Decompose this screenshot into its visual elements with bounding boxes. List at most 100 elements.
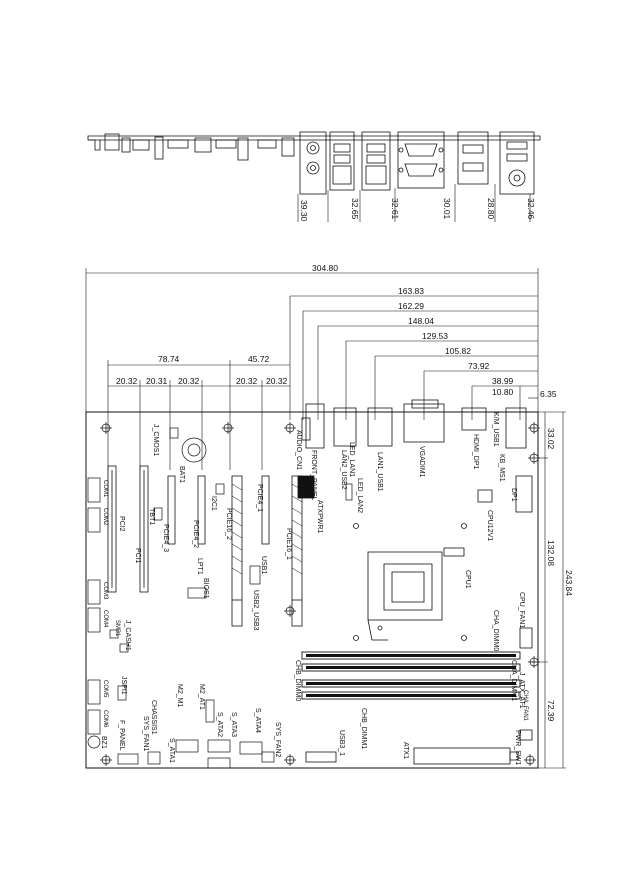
label-pcie4-2: PCIE4_2	[192, 520, 199, 548]
com5	[87, 679, 101, 705]
label-chb-dimm0: CHB_DIMM0	[294, 660, 301, 701]
atx-pwr-connector	[297, 475, 315, 499]
label-bz1: BZ1	[100, 736, 107, 749]
label-j-atx: J_ATX_AT1	[518, 672, 525, 709]
io-height-1: 39.30	[299, 200, 309, 222]
label-cha-dimm0: CHA_DIMM0	[492, 610, 499, 651]
label-vga: VGADIM1	[418, 446, 425, 478]
smb-header	[109, 629, 119, 639]
i2c-header	[215, 483, 225, 495]
atx1-connector	[413, 747, 511, 765]
lan1-connector	[367, 407, 393, 447]
label-sys-fan2: SYS_FAN2	[274, 722, 281, 758]
label-jspi: JSPI1	[120, 676, 127, 695]
label-i2c: I2C1	[210, 496, 217, 511]
label-kms-ms: KB_MS1	[498, 454, 505, 482]
dim-243-84: 243.84	[564, 570, 574, 596]
dim-6-35: 6.35	[540, 389, 557, 399]
buzzer	[87, 735, 101, 749]
vga-connector	[403, 403, 445, 443]
cha-dimm1-slot	[301, 663, 521, 672]
com3	[87, 579, 101, 605]
label-smb: SMB1	[114, 620, 120, 637]
dim-78-74: 78.74	[158, 354, 180, 364]
rear-io-panel	[87, 131, 541, 195]
label-pcie16-1: PCIE16_1	[285, 528, 292, 560]
dim-33-02: 33.02	[546, 428, 556, 450]
label-front-panel: FRONT_PANEL	[310, 450, 317, 501]
mounting-holes	[100, 422, 540, 766]
battery	[181, 437, 207, 463]
pcie16-1-slot	[291, 475, 303, 627]
label-com3: COM3	[102, 582, 108, 600]
label-hdmi: HDMI_DP1	[472, 434, 479, 470]
label-cash1: J_CASH1	[124, 620, 131, 651]
dim-72-39: 72.39	[546, 700, 556, 722]
label-pcie4-1: PCIE4_1	[256, 484, 263, 512]
j-cmos-header	[169, 427, 179, 439]
label-pci2: PCI2	[118, 516, 125, 532]
label-chb-dimm1: CHB_DIMM1	[360, 708, 367, 749]
rear-io-dimensions	[289, 295, 538, 420]
dim-162-29: 162.29	[398, 301, 424, 311]
label-m2: M2_M1	[176, 684, 183, 707]
label-led-lan2: LED_LAN2	[356, 478, 363, 513]
label-lan2: LAN2_USB2	[340, 450, 347, 490]
label-m2-atl: M2_AT1	[198, 684, 205, 710]
m2-slot	[205, 699, 215, 723]
label-usb3: USB3_1	[338, 730, 345, 756]
label-pcie4-3: PCIE4_3	[162, 524, 169, 552]
com2	[87, 507, 101, 533]
dim-73-92: 73.92	[468, 361, 490, 371]
label-sata3: S_ATA3	[230, 712, 237, 737]
hdmi-connector	[461, 407, 487, 431]
io-height-labels: 39.30 32.65 32.61 30.01 28.80 32.46	[299, 198, 536, 222]
label-cpu1: CPU1	[464, 570, 471, 589]
label-tbt1: TBT1	[148, 508, 155, 525]
cpu12v-connector	[477, 489, 493, 503]
expansion-slots	[107, 465, 303, 627]
label-cpu12v: CPU12V1	[486, 510, 493, 541]
label-lan1: LAN1_USB1	[376, 452, 383, 492]
lan2-connector	[333, 407, 357, 447]
dim-20-32-d: 20.32	[266, 376, 288, 386]
board-width-dimension	[85, 268, 539, 420]
com4	[87, 607, 101, 633]
label-bat1: BAT1	[178, 466, 185, 483]
component-labels: AUDIO_CN1 FRONT_PANEL LAN2_USB2 LED_LAN1…	[100, 412, 528, 766]
dim-105-82: 105.82	[445, 346, 471, 356]
label-cha-dimm1: CHA_DIMM1	[510, 660, 517, 701]
dim-132-08: 132.08	[546, 540, 556, 566]
sata1	[175, 739, 199, 753]
pwr-sw-connector	[509, 751, 519, 761]
io-height-4: 30.01	[442, 198, 452, 220]
audio-connector	[305, 403, 325, 449]
label-sys-fan1: SYS_FAN1	[142, 716, 149, 752]
cha-fan-connector	[519, 729, 533, 741]
label-pcie16-2: PCIE16_2	[225, 508, 232, 540]
cha-dimm0-slot	[301, 651, 521, 660]
lan-led-header	[345, 483, 353, 501]
label-usb2-usb3: USB2_USB3	[252, 590, 259, 631]
label-j-cmos: J_CMOS1	[152, 424, 159, 456]
sata3	[207, 757, 231, 769]
board-rear-connectors	[297, 399, 533, 765]
label-audio: AUDIO_CN1	[295, 430, 302, 470]
sata4	[239, 741, 263, 755]
pcie4-3-slot	[167, 475, 176, 545]
dim-10-80: 10.80	[492, 387, 514, 397]
label-pwr-sw: PWR_SW1	[514, 730, 521, 766]
left-headers	[87, 427, 353, 769]
pcie4-1-slot	[261, 475, 270, 545]
bios-chip	[187, 587, 207, 599]
pci2-slot	[107, 465, 117, 593]
io-height-2: 32.65	[350, 198, 360, 220]
dim-20-32-b: 20.32	[178, 376, 200, 386]
label-com2: COM2	[102, 508, 108, 526]
dim-38-99: 38.99	[492, 376, 514, 386]
pcie4-2-slot	[197, 475, 206, 545]
com1	[87, 477, 101, 503]
dimm-slots	[301, 651, 521, 700]
label-sata2: S_ATA2	[216, 712, 223, 737]
